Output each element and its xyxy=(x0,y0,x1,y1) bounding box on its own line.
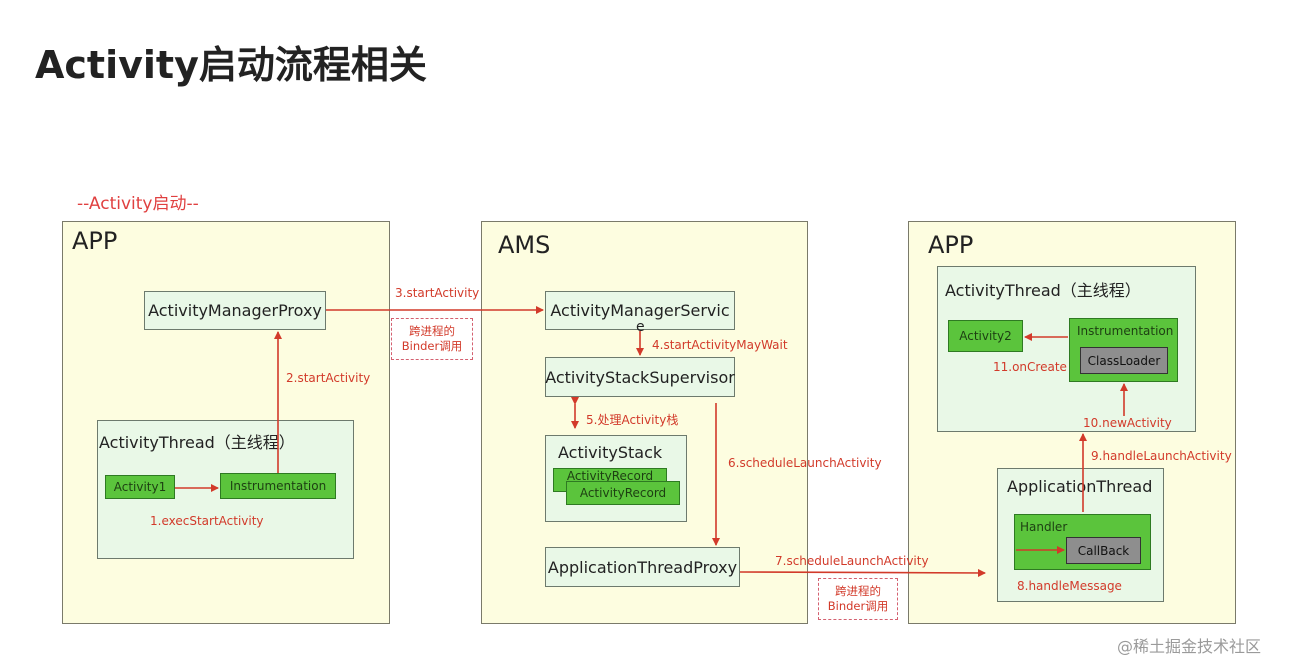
step-5-label: 5.处理Activity栈 xyxy=(586,413,679,427)
page-title: Activity启动流程相关 xyxy=(35,43,427,87)
binder-note-right-line1: 跨进程的 xyxy=(835,584,881,598)
step-11-label: 11.onCreate xyxy=(993,360,1067,374)
activity-stack-supervisor-box: ActivityStackSupervisor xyxy=(545,357,735,397)
activity-record-front-box: ActivityRecord xyxy=(566,481,680,505)
step-2-label: 2.startActivity xyxy=(286,371,371,385)
binder-note-right: 跨进程的 Binder调用 xyxy=(818,578,898,620)
region-app-left-title: APP xyxy=(72,227,118,255)
step-10-label: 10.newActivity xyxy=(1083,416,1172,430)
handler-label: Handler xyxy=(1020,520,1068,534)
classloader-box: ClassLoader xyxy=(1080,347,1168,374)
binder-note-right-line2: Binder调用 xyxy=(827,599,889,613)
step-7-label: 7.scheduleLaunchActivity xyxy=(775,554,929,568)
instrumentation-right-label: Instrumentation xyxy=(1077,324,1174,338)
application-thread-proxy-box: ApplicationThreadProxy xyxy=(545,547,740,587)
step-9-label: 9.handleLaunchActivity xyxy=(1091,449,1232,463)
step-8-label: 8.handleMessage xyxy=(1017,579,1122,593)
activity-manager-proxy-box: ActivityManagerProxy xyxy=(144,291,326,330)
watermark: @稀土掘金技术社区 xyxy=(1117,637,1262,656)
diagram-label: --Activity启动-- xyxy=(77,194,199,214)
step-6-label: 6.scheduleLaunchActivity xyxy=(728,456,882,470)
step-3-label: 3.startActivity xyxy=(395,286,480,300)
activity-manager-service-tail: e xyxy=(636,319,645,335)
binder-note-left: 跨进程的 Binder调用 xyxy=(391,318,473,360)
activity-thread-left-title: ActivityThread（主线程） xyxy=(99,433,295,452)
step-4-label: 4.startActivityMayWait xyxy=(652,338,788,352)
step-1-label: 1.execStartActivity xyxy=(150,514,264,528)
activity-stack-title: ActivityStack xyxy=(558,443,663,462)
callback-box: CallBack xyxy=(1066,537,1141,564)
activity-manager-service-box: ActivityManagerServic xyxy=(545,291,735,330)
activity1-box: Activity1 xyxy=(105,475,175,499)
region-ams-title: AMS xyxy=(498,231,551,259)
application-thread-title: ApplicationThread xyxy=(1007,477,1153,496)
binder-note-left-line2: Binder调用 xyxy=(401,339,463,353)
activity2-box: Activity2 xyxy=(948,320,1023,352)
activity-thread-right-title: ActivityThread（主线程） xyxy=(945,281,1141,300)
region-app-right-title: APP xyxy=(928,231,974,259)
instrumentation-left-box: Instrumentation xyxy=(220,473,336,499)
binder-note-left-line1: 跨进程的 xyxy=(409,324,455,338)
